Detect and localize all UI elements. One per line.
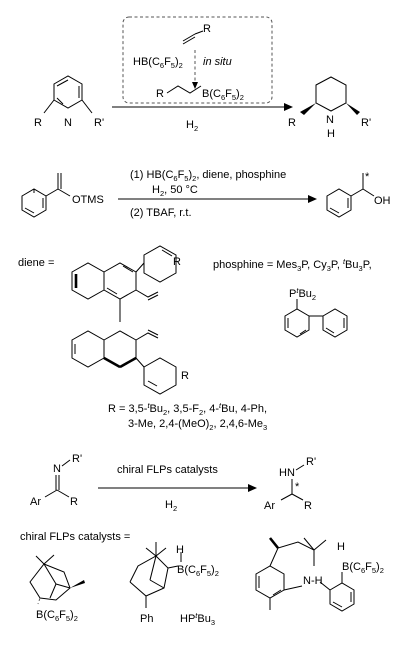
catalyst1-pinane-structure [29, 554, 85, 605]
imine-r2-label: R' [72, 453, 82, 465]
insitu-label: in situ [203, 56, 232, 68]
amine-hn-label: HN [279, 467, 295, 479]
catalyst2-h-label: H [176, 544, 184, 556]
binaphthyl-diene-structure [71, 245, 177, 395]
imine-r-label: R [70, 496, 78, 508]
r-substituents-line2: 3-Me, 2,4-(MeO)2, 2,4,6-Me3 [128, 418, 267, 432]
reaction2-step2: (2) TBAF, r.t. [130, 207, 192, 219]
borane-chain [166, 85, 202, 94]
piperidine-r-label: R [288, 117, 296, 129]
catalyst3-n-label: N-H [303, 575, 323, 587]
amine-stereo-mark: * [295, 481, 300, 493]
amine-ar-label: Ar [264, 500, 275, 512]
alcohol-stereo-mark: * [365, 171, 370, 183]
catalyst2-ph-label: Ph [140, 613, 153, 625]
reaction3-h2-label: H2 [165, 499, 177, 513]
amine-r2-label: R' [306, 456, 316, 468]
catalyst3-h-label: H [337, 541, 345, 553]
catalyst1-borane-label: B(C6F5)2 [36, 609, 78, 623]
diene-label: diene = [18, 257, 54, 269]
amine-r-label: R [304, 500, 312, 512]
aryl-r-top: R [173, 256, 181, 268]
catalyst2-phosphonium-label: HPtBu3 [180, 611, 215, 627]
pyridine-structure [43, 75, 93, 114]
reaction3-arrow-head [248, 484, 257, 492]
piperidine-h-label: H [327, 128, 335, 140]
insitu-reagent-label: HB(C6F5)2 [133, 56, 183, 70]
catalyst3-tetrahydroquinoline-structure [255, 537, 355, 612]
amine-structure [280, 464, 305, 501]
insitu-arrow-head [192, 82, 198, 89]
reaction1-h2-label: H2 [186, 119, 198, 133]
piperidine-structure [300, 76, 360, 115]
reaction2-step1: (1) HB(C6F5)2, diene, phosphine [130, 169, 286, 183]
alkene-r-label: R [203, 23, 211, 35]
borane-group-label: B(C6F5)2 [202, 88, 244, 102]
piperidine-r2-label: R' [361, 117, 371, 129]
reaction3-catalyst-label: chiral FLPs catalysts [117, 464, 218, 476]
pyridine-r2-label: R' [94, 117, 104, 129]
insitu-dashed-box [122, 16, 273, 104]
catalyst3-borane-label: B(C6F5)2 [342, 561, 384, 575]
pyridine-n-label: N [64, 117, 72, 129]
aryl-r-bottom: R [181, 370, 189, 382]
piperidine-n-label: N [326, 114, 334, 126]
oh-label: OH [374, 195, 391, 207]
reaction2-conditions: H2, 50 °C [152, 184, 198, 198]
catalyst2-camphor-structure [129, 542, 182, 608]
biphenyl-phosphine-label: PtBu2 [289, 286, 316, 302]
reaction1-arrow-head [284, 103, 293, 111]
alkene-structure [182, 30, 204, 45]
reaction2-arrow-head [308, 195, 317, 203]
pyridine-r-label: R [34, 117, 42, 129]
catalysts-title: chiral FLPs catalysts = [20, 531, 130, 543]
biphenyl-phosphine-structure [284, 299, 348, 338]
catalyst2-borane-label: B(C6F5)2 [177, 564, 219, 578]
imine-structure [44, 459, 71, 498]
otms-label: OTMS [72, 194, 104, 206]
r-substituents-line1: R = 3,5-tBu2, 3,5-F2, 4-tBu, 4-Ph, [108, 401, 267, 417]
imine-n-label: N [53, 463, 61, 475]
phosphine-label: phosphine = Mes3P, Cy3P, tBu3P, [213, 257, 372, 273]
alcohol-structure [326, 173, 375, 218]
imine-ar-label: Ar [30, 496, 41, 508]
silyl-enol-ether-structure [21, 173, 71, 218]
borane-r-label: R [156, 88, 164, 100]
